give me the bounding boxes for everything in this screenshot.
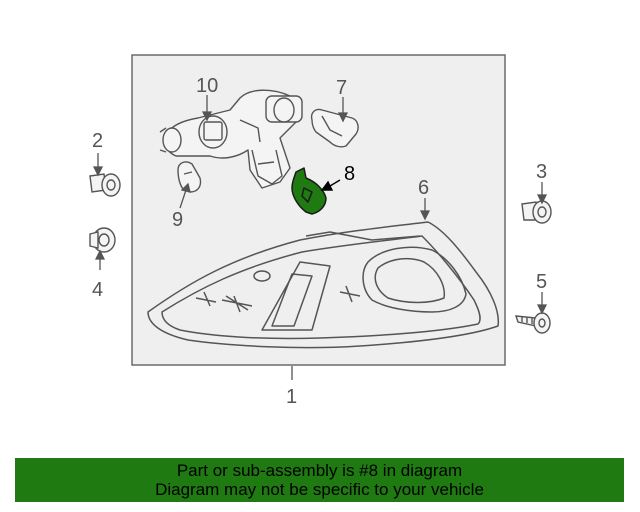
callout-2: 2 [92, 130, 103, 152]
leader-9 [179, 182, 191, 209]
leader-2 [92, 153, 104, 177]
parts-diagram: 1 2 3 4 5 6 7 8 9 10 [89, 54, 552, 408]
screw-part-5[interactable] [514, 312, 551, 334]
socket-harness-part-10[interactable] [159, 89, 303, 189]
banner-line-1: Part or sub-assembly is #8 in diagram [176, 461, 463, 480]
leader-3 [536, 182, 548, 205]
callout-10: 10 [196, 75, 218, 97]
callout-8: 8 [344, 163, 355, 185]
leader-8 [320, 179, 341, 191]
banner-line-2: Diagram may not be specific to your vehi… [155, 480, 484, 499]
leader-7 [337, 97, 349, 123]
bulb-part-7[interactable] [310, 108, 359, 148]
callout-3: 3 [536, 161, 547, 183]
info-banner: Part or sub-assembly is #8 in diagram Di… [15, 458, 624, 502]
clip-part-4[interactable] [89, 227, 116, 253]
callout-9: 9 [172, 209, 183, 231]
callout-5: 5 [536, 271, 547, 293]
bulb-part-9[interactable] [177, 161, 202, 193]
leader-5 [536, 292, 548, 315]
clip-part-3[interactable] [521, 200, 552, 224]
leader-6 [419, 198, 431, 221]
leader-10 [201, 95, 213, 122]
callout-4: 4 [92, 279, 103, 301]
leader-4 [94, 249, 106, 270]
clip-part-2[interactable] [89, 173, 121, 197]
callout-6: 6 [418, 177, 429, 199]
callout-7: 7 [336, 77, 347, 99]
callout-1: 1 [286, 386, 297, 408]
tail-lamp-part-6[interactable] [147, 221, 500, 349]
highlighted-part-8[interactable] [291, 167, 327, 215]
